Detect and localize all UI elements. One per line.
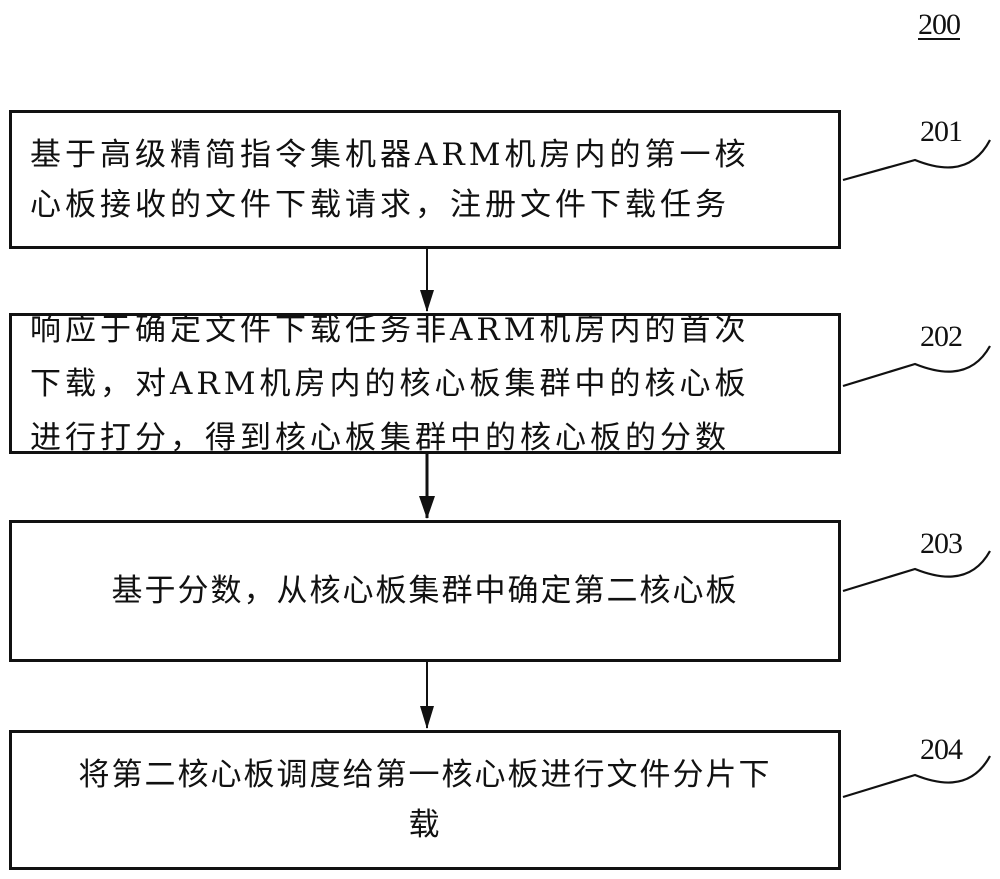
step-text-201: 基于高级精简指令集机器ARM机房内的第一核 心板接收的文件下载请求，注册文件下载… [30, 136, 750, 223]
step-text-204: 将第二核心板调度给第一核心板进行文件分片下 载 [78, 757, 772, 843]
arrowhead-icon [420, 290, 434, 312]
leader-line-203 [842, 550, 991, 593]
flow-arrow-202-203 [419, 454, 435, 519]
step-number-203: 203 [920, 527, 963, 560]
flow-arrow-203-204 [420, 662, 434, 729]
step-number-201: 201 [920, 115, 963, 148]
leader-line-201 [842, 139, 991, 182]
arrowhead-icon [420, 706, 434, 729]
step-box-202: 响应于确定文件下载任务非ARM机房内的首次 下载，对ARM机房内的核心板集群中的… [9, 312, 841, 456]
flow-arrow-201-202 [420, 249, 434, 312]
step-number-202: 202 [920, 320, 963, 353]
leader-line-202 [842, 345, 991, 388]
step-box-204: 将第二核心板调度给第一核心板进行文件分片下 载 [9, 730, 841, 870]
leader-line-204 [842, 755, 991, 799]
step-text-202: 响应于确定文件下载任务非ARM机房内的首次 下载，对ARM机房内的核心板集群中的… [30, 311, 750, 456]
arrowhead-icon [419, 496, 435, 519]
step-number-204: 204 [920, 733, 963, 766]
step-box-203: 基于分数，从核心板集群中确定第二核心板 [9, 520, 841, 662]
figure-label: 200 [918, 8, 961, 41]
step-box-201: 基于高级精简指令集机器ARM机房内的第一核 心板接收的文件下载请求，注册文件下载… [9, 110, 841, 249]
step-text-203: 基于分数，从核心板集群中确定第二核心板 [111, 573, 739, 609]
